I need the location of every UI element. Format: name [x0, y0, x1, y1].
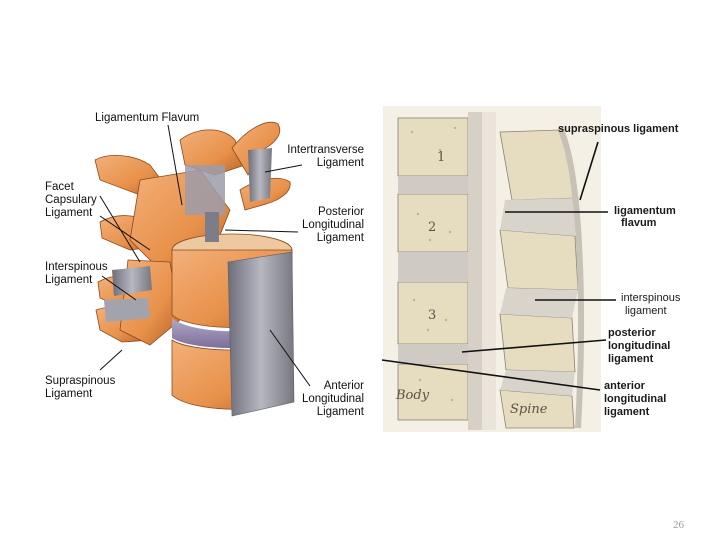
label-posterior-2: Longitudinal: [301, 219, 364, 231]
label-facet-2: Capsulary: [45, 194, 97, 206]
label-anterior-ligament: ligament: [604, 406, 650, 418]
label-posterior-3: Ligament: [316, 232, 364, 244]
label-interspinous: interspinous: [621, 292, 681, 304]
label-ligamentum-flavum: Ligamentum Flavum: [95, 112, 200, 124]
label-anterior: anterior: [604, 380, 645, 392]
label-posterior-ligament: ligament: [608, 353, 654, 365]
label-anterior-longitudinal: longitudinal: [604, 393, 667, 405]
region-label-spine: Spine: [510, 402, 548, 417]
label-anterior-2: Longitudinal: [301, 393, 364, 405]
label-interspinous-1: Interspinous: [45, 261, 108, 273]
label-supraspinous-ligament: supraspinous ligament: [558, 123, 679, 135]
gray-ligaments: [104, 148, 272, 322]
page-number: 26: [673, 519, 684, 531]
label-supraspinous-2: Ligament: [45, 388, 93, 400]
section-vertebral-bodies: [397, 117, 469, 421]
vertebra-number-3: 3: [428, 308, 437, 323]
label-posterior: posterior: [608, 327, 656, 339]
section-spinous-processes: [499, 126, 584, 429]
vertebral-bodies: [171, 212, 295, 417]
region-label-body: Body: [396, 388, 430, 403]
label-intertransverse-1: Intertransverse: [287, 144, 364, 156]
label-facet-3: Ligament: [45, 207, 93, 219]
label-posterior-longitudinal: longitudinal: [608, 340, 671, 352]
label-supraspinous-1: Supraspinous: [45, 375, 116, 387]
label-interspinous-ligament: ligament: [625, 305, 667, 317]
vertebra-number-1: 1: [437, 150, 446, 165]
vertebra-number-2: 2: [428, 220, 437, 235]
left-leader-lines: [99, 124, 311, 387]
label-flavum: flavum: [621, 217, 657, 229]
label-anterior-1: Anterior: [323, 380, 364, 392]
right-leader-lines: [381, 141, 616, 391]
label-interspinous-2: Ligament: [45, 274, 93, 286]
label-anterior-3: Ligament: [316, 406, 364, 418]
label-ligamentum: ligamentum: [614, 205, 676, 217]
label-posterior-1: Posterior: [317, 206, 364, 218]
label-intertransverse-2: Ligament: [316, 157, 364, 169]
label-facet-1: Facet: [45, 181, 74, 193]
